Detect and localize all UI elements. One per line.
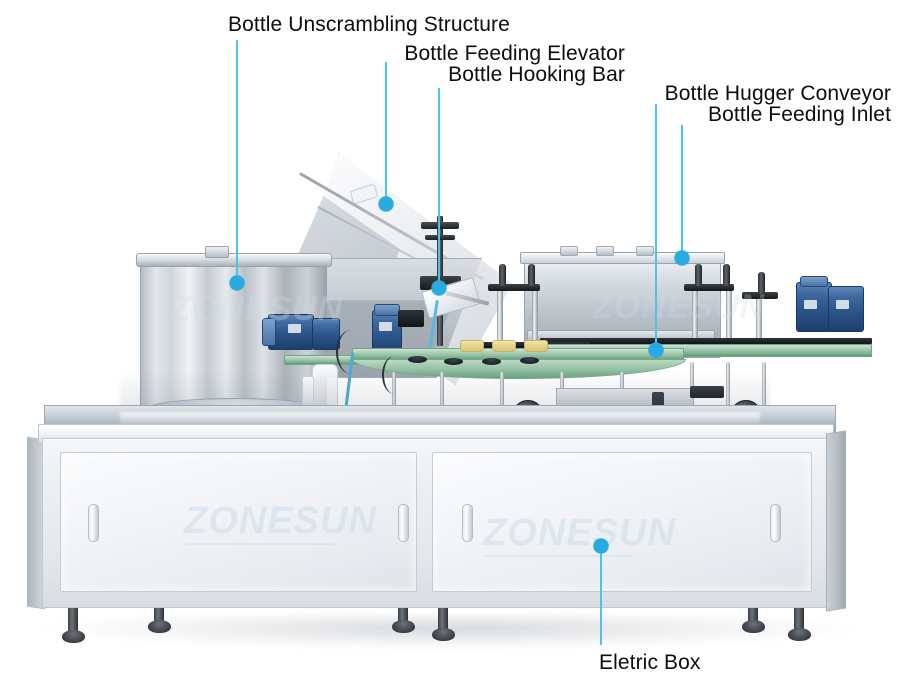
hugger-cover-nub [596, 246, 614, 256]
adjust-knob [528, 264, 535, 286]
callout-dot-bottle-hugger-conveyor[interactable] [648, 342, 664, 358]
hugger-cover-top [520, 252, 725, 264]
hugger-cover-nub [636, 246, 654, 256]
guide-rod [756, 292, 762, 346]
gear-motor-cap [262, 318, 276, 346]
support-rod [500, 372, 504, 424]
gear-motor-cap [800, 276, 828, 287]
support-rod [392, 372, 396, 424]
cabinet-door-right[interactable] [432, 452, 812, 592]
adjust-knob [723, 264, 730, 286]
guide-topbar [488, 284, 540, 291]
bottle-cap [492, 340, 516, 352]
hooking-bar-cross [421, 222, 459, 229]
callout-label-bottle-hooking-bar: Bottle Hooking Bar [448, 63, 625, 86]
leader-line-bottle-feeding-inlet [681, 125, 683, 258]
door-handle[interactable] [398, 504, 409, 542]
door-handle[interactable] [770, 504, 781, 542]
bottle-puck [520, 357, 539, 364]
watermark: ZONESUN [184, 500, 377, 542]
motor-label [379, 322, 392, 331]
adjust-knob [758, 272, 765, 294]
motor-label [804, 300, 817, 309]
leader-line-bottle-hugger-conveyor [655, 104, 657, 350]
gear-motor [828, 286, 864, 332]
sensor-box [398, 310, 424, 327]
power-cable [336, 330, 366, 374]
leader-line-bottle-hooking-bar [438, 88, 440, 288]
callout-label-bottle-feeding-elevator: Bottle Feeding Elevator [404, 42, 625, 65]
cabinet-right-face [826, 430, 846, 612]
drum-rim [136, 253, 332, 267]
support-rod [440, 372, 444, 424]
conveyor-rail [540, 338, 872, 344]
bottle-cap [524, 340, 548, 352]
support-rod [726, 362, 730, 420]
drum-cap [205, 246, 229, 258]
guide-rod [497, 284, 503, 348]
callout-dot-bottle-unscrambling-structure[interactable] [229, 275, 245, 291]
watermark: ZONESUN [170, 290, 344, 328]
leader-line-eletric-box [600, 553, 602, 645]
bottle-puck [482, 358, 501, 365]
support-rod [762, 362, 766, 418]
adjust-knob [695, 264, 702, 286]
power-cable [382, 356, 406, 394]
leader-line-bottle-unscrambling-structure [236, 40, 238, 283]
door-handle[interactable] [462, 504, 473, 542]
guide-rod [692, 284, 698, 346]
leader-line-bottle-feeding-elevator [385, 62, 387, 204]
motor-label [836, 300, 849, 309]
adjust-knob [499, 264, 506, 286]
guide-rod [726, 284, 732, 346]
bottle-puck [444, 358, 463, 365]
gear-motor-cap [374, 304, 400, 316]
watermark: ZONESUN [592, 288, 766, 326]
guide-topbar [742, 292, 778, 299]
callout-label-eletric-box: Eletric Box [599, 651, 701, 674]
deck-gloss [120, 412, 760, 426]
callout-dot-eletric-box[interactable] [593, 538, 609, 554]
callout-dot-bottle-feeding-elevator[interactable] [378, 196, 394, 212]
callout-dot-bottle-hooking-bar[interactable] [431, 280, 447, 296]
guide-topbar [684, 284, 734, 291]
motor-label [288, 324, 301, 333]
callout-label-bottle-hugger-conveyor: Bottle Hugger Conveyor [664, 82, 891, 105]
watermark-underline [186, 543, 334, 545]
callout-label-bottle-unscrambling-structure: Bottle Unscrambling Structure [228, 13, 510, 36]
callout-dot-bottle-feeding-inlet[interactable] [674, 250, 690, 266]
bottle-puck [408, 356, 427, 363]
watermark: ZONESUN [483, 512, 676, 554]
watermark-underline [485, 555, 633, 557]
door-handle[interactable] [88, 504, 99, 542]
guide-rod [532, 284, 538, 348]
hooking-bar-cross [425, 235, 455, 240]
gear-motor [312, 318, 340, 350]
bottle-cap [460, 340, 484, 352]
hugger-cover-nub [560, 246, 578, 256]
callout-label-bottle-feeding-inlet: Bottle Feeding Inlet [708, 103, 891, 126]
cabinet-door-left[interactable] [60, 452, 417, 592]
frame-bracket [690, 386, 724, 398]
